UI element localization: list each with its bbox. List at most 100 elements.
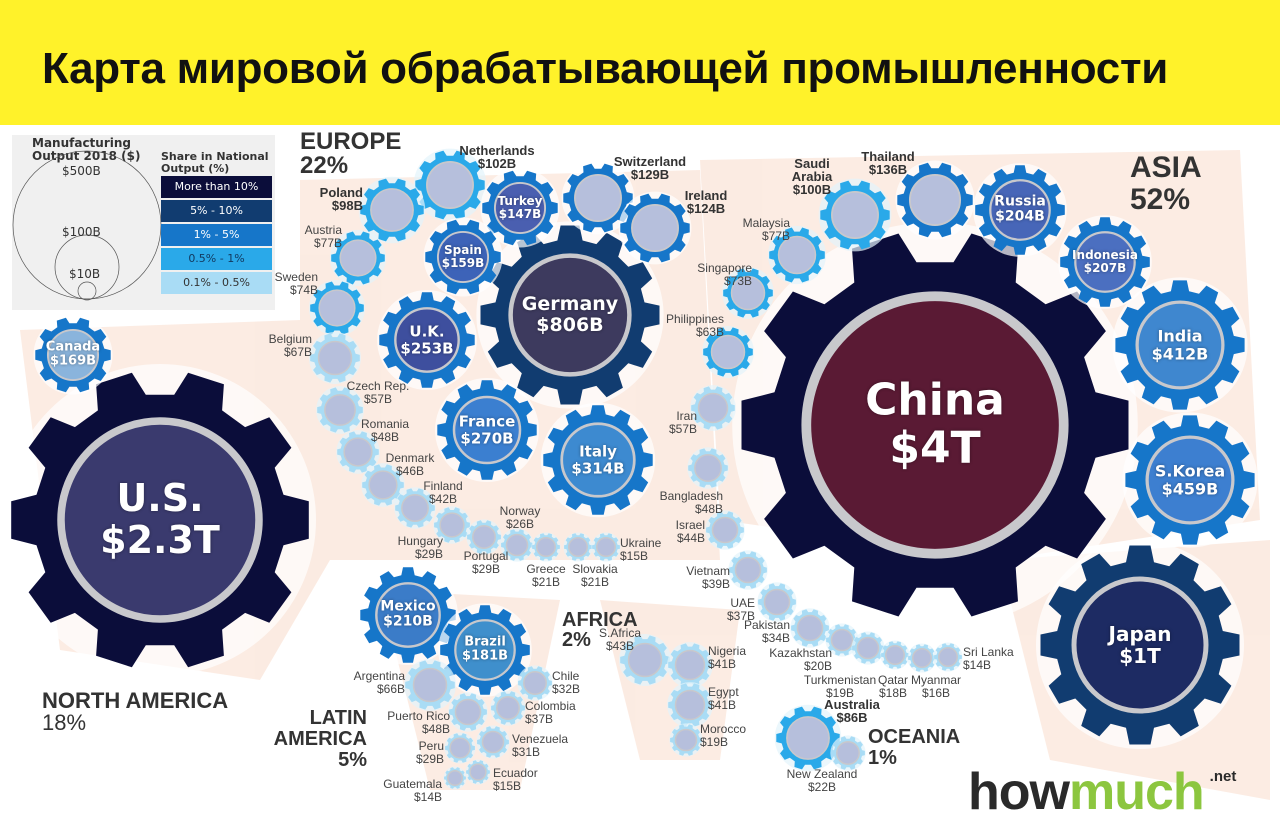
gear-myanmar: [907, 643, 937, 673]
country-value: $14B: [963, 658, 992, 672]
country-name: Indonesia: [1072, 247, 1138, 262]
legend-swatch-5-10: 5% - 10%: [161, 200, 272, 222]
label-sweden: Sweden$74B: [275, 271, 318, 297]
country-value: $48B: [694, 502, 723, 516]
gear-india: [1112, 277, 1248, 413]
gear-japan: [1036, 541, 1244, 749]
country-value: $41B: [708, 698, 737, 712]
country-value: $48B: [370, 430, 400, 444]
country-value: $22B: [807, 780, 837, 794]
country-name: Ireland: [684, 188, 728, 203]
label-netherlands: Netherlands$102B: [459, 144, 534, 170]
label-belgium: Belgium$67B: [269, 333, 312, 359]
country-value: $169B: [49, 354, 97, 369]
country-name: China: [865, 374, 1005, 426]
gear-ukraine: [591, 532, 621, 562]
size-legend-circles: [12, 150, 162, 301]
label-guatemala: Guatemala$14B: [383, 778, 442, 804]
label-norway: Norway$26B: [500, 505, 541, 531]
gear-turkmenistan: [851, 631, 885, 665]
label-turkmenistan: Turkmenistan$19B: [804, 674, 876, 700]
country-name: Puerto Rico: [387, 709, 450, 723]
label-thailand: Thailand$136B: [861, 150, 914, 176]
country-value: $29B: [414, 547, 443, 561]
country-value: $159B: [441, 256, 485, 270]
country-value: $26B: [505, 517, 535, 531]
country-name: Japan: [1108, 622, 1172, 646]
label-sri-lanka: Sri Lanka$14B: [963, 646, 1014, 672]
country-value: $181B: [461, 649, 509, 664]
label-india: India$412B: [1152, 327, 1209, 362]
country-value: $100B: [792, 182, 832, 197]
label-japan: Japan$1T: [1109, 623, 1172, 667]
country-value: $129B: [630, 167, 670, 182]
gear-france: [435, 378, 539, 482]
gear-russia: [973, 163, 1067, 257]
gear-qatar: [880, 640, 910, 670]
gear-australia: [774, 704, 842, 772]
country-name: Saudi Arabia: [791, 156, 833, 184]
title-banner: Карта мировой обрабатывающей промышленно…: [0, 0, 1280, 125]
gear-romania: [336, 430, 380, 474]
country-value: $15B: [493, 779, 522, 793]
legend: Manufacturing Output 2018 ($) $500B $100…: [12, 135, 275, 310]
label-poland: Poland$98B: [320, 186, 363, 212]
gear-mexico: [358, 565, 458, 665]
country-name: Israel: [675, 518, 705, 532]
country-name: Pakistan: [743, 618, 790, 632]
country-value: $41B: [708, 657, 737, 671]
country-value: $29B: [471, 562, 501, 576]
label-austria: Austria$77B: [305, 224, 342, 250]
country-name: Colombia: [525, 699, 576, 713]
label-china: China$4T: [865, 374, 1005, 474]
label-brazil: Brazil$181B: [461, 635, 509, 665]
country-value: $29B: [415, 752, 444, 766]
country-value: $67B: [283, 345, 312, 359]
gear-portugal: [466, 519, 502, 555]
gear-malaysia: [767, 225, 827, 285]
label-argentina: Argentina$66B: [354, 670, 405, 696]
label-singapore: Singapore$73B: [697, 262, 752, 288]
country-value: $44B: [676, 531, 705, 545]
gear-poland: [358, 176, 426, 244]
country-name: Bangladesh: [659, 489, 723, 503]
country-value: $32B: [552, 682, 581, 696]
gear-china: [732, 222, 1138, 628]
country-value: $77B: [761, 229, 790, 243]
label-greece: Greece$21B: [526, 563, 565, 589]
country-name: Guatemala: [383, 777, 442, 791]
gear-iran: [690, 385, 736, 431]
label-portugal: Portugal$29B: [464, 550, 509, 576]
legend-size-title: Manufacturing Output 2018 ($): [32, 136, 141, 163]
page-title: Карта мировой обрабатывающей промышленно…: [42, 44, 1168, 93]
country-name: Turkey: [497, 193, 543, 208]
country-name: Italy: [579, 442, 617, 461]
country-value: $31B: [512, 745, 541, 759]
country-name: Austria: [304, 223, 342, 237]
label-turkey: Turkey$147B: [497, 193, 543, 221]
country-name: Slovakia: [572, 562, 618, 576]
country-name: Myanmar: [910, 673, 962, 687]
country-value: $2.3T: [100, 518, 220, 562]
country-value: $459B: [1161, 479, 1219, 498]
country-value: $63B: [695, 325, 724, 339]
gear-indonesia: [1058, 215, 1152, 309]
country-value: $46B: [395, 464, 425, 478]
label-finland: Finland$42B: [423, 480, 462, 506]
country-value: $42B: [428, 492, 458, 506]
country-name: Venezuela: [512, 732, 569, 746]
country-name: Russia: [994, 193, 1046, 210]
label-puerto-rico: Puerto Rico$48B: [387, 710, 450, 736]
gear-bangladesh: [687, 447, 729, 489]
country-value: $73B: [723, 274, 752, 288]
gear-colombia: [490, 690, 526, 726]
country-value: $37B: [726, 609, 755, 623]
legend-color-title: Share in National Output (%): [161, 150, 269, 175]
gear-new-zealand: [830, 735, 866, 771]
label-saudi-arabia: Saudi Arabia$100B: [787, 157, 837, 196]
country-name: Belgium: [268, 332, 312, 346]
